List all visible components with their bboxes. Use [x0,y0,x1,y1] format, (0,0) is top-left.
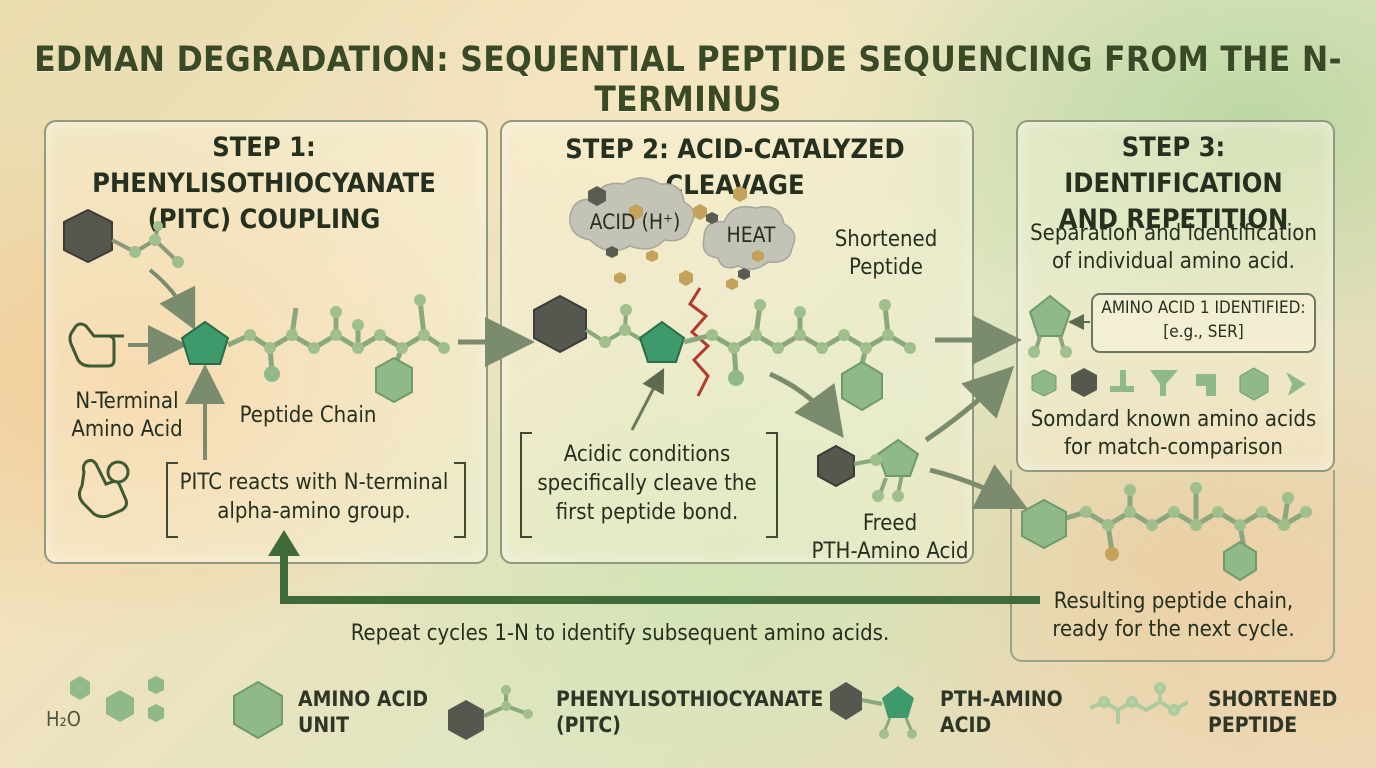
step3-title: STEP 3: IDENTIFICATION AND REPETITION [1016,130,1331,238]
step1-title: STEP 1: PHENYLISOTHIOCYANATE (PITC) COUP… [44,130,484,238]
standard-amino-acids-label-line1: Somdard known amino acids [1030,407,1317,432]
step1-caption-line1: PITC reacts with N-terminal [179,470,449,495]
identified-amino-acid-icon [1028,294,1072,337]
freed-pth-atoms [870,454,904,502]
acid-label: ACID (H⁺) [589,210,681,234]
legend-amino-acid-label-line1: AMINO ACID [298,687,429,711]
freed-pth-label-line1: Freed [862,511,918,536]
repeat-cycle-arrow [280,552,1040,604]
step3-title-line1: STEP 3: IDENTIFICATION [1064,132,1283,199]
pitc-linker-step2 [584,311,647,345]
standard-amino-acids-row [1031,367,1306,401]
step1-title-line1: STEP 1: PHENYLISOTHIOCYANATE [92,132,436,199]
identified-label-line1: AMINO ACID 1 IDENTIFIED: [1101,298,1306,318]
step2-caption-line3: first peptide bond. [555,500,739,525]
identified-box [1091,293,1316,353]
legend-amino-acid-label: AMINO ACID UNIT [298,686,428,738]
heat-label: HEAT [726,223,776,247]
repeat-cycles-label: Repeat cycles 1-N to identify subsequent… [350,621,890,646]
legend-pth-label-line2: ACID [940,713,992,737]
identified-amino-acid-bonds [1034,335,1066,351]
legend-pitc-label-line2: (PITC) [556,713,621,737]
step3-description: Separation and identification of individ… [1016,220,1331,276]
heat-particles [588,186,764,290]
legend-pitc-icon [448,685,533,740]
legend-pth-icon [830,682,917,739]
legend-shortened-peptide-label: SHORTENED PEPTIDE [1208,686,1337,738]
legend-amino-acid-label-line2: UNIT [298,713,350,737]
pitc-molecule-icon [63,208,184,268]
heat-cloud-icon [702,205,796,270]
side-chain-hexagon-step2-icon [841,360,883,412]
side-chain-hexagon-icon [375,356,413,404]
page-title: EDMAN DEGRADATION: SEQUENTIAL PEPTIDE SE… [34,40,1342,120]
legend-water-icons [70,676,164,722]
identified-amino-acid-atoms [1028,346,1072,358]
resulting-chain-label-line1: Resulting peptide chain, [1053,589,1294,614]
standard-amino-acids-label: Somdard known amino acids for match-comp… [1016,406,1331,462]
freed-to-identification-arrow [924,365,1015,443]
hand-tap-icon [77,458,130,519]
step1-caption-bracket [166,462,466,538]
peptide-chain-step2-atoms [706,299,916,386]
caption-to-cleavage-arrow [630,368,665,431]
step2-caption: Acidic conditions specifically cleave th… [520,440,774,527]
resulting-peptide-chain [1059,488,1308,553]
cycle-frame [1010,470,1335,662]
resulting-chain-label: Resulting peptide chain, ready for the n… [1016,588,1331,644]
shortened-peptide-label-line2: Peptide [849,255,923,280]
freed-to-next-cycle-arrow [929,464,1028,509]
pitc-linker-step2-atoms [599,304,632,348]
legend-shortened-peptide-label-line1: SHORTENED [1208,687,1338,711]
step3-title-line2: AND REPETITION [1058,204,1289,235]
legend-water-label: H₂O [46,707,81,731]
shortened-peptide-label: Shortened Peptide [816,226,956,282]
freed-pth-label-line2: PTH-Amino Acid [811,539,969,564]
pitc-to-amine-arrow [148,268,196,331]
hand-point-icon [68,322,124,368]
step2-caption-line1: Acidic conditions [563,442,731,467]
n-terminal-label-line1: N-Terminal [75,389,179,414]
legend-amino-acid-icon [233,680,283,740]
shortened-peptide-label-line1: Shortened [834,227,938,252]
step1-caption-line2: alpha-amino group. [217,499,411,524]
legend-pitc-label: PHENYLISOTHIOCYANATE (PITC) [556,686,823,738]
freed-pth-label: Freed PTH-Amino Acid [800,510,980,566]
step2-caption-bracket [520,432,778,538]
pitc-hexagon-step2-icon [533,294,587,354]
n-terminal-label-line2: Amino Acid [71,417,183,442]
step2-caption-line2: specifically cleave the [537,471,757,496]
legend-pitc-label-line1: PHENYLISOTHIOCYANATE [556,687,824,711]
legend-shortened-peptide-label-line2: PEPTIDE [1208,713,1298,737]
step3-panel [1016,120,1335,472]
n-terminal-residue-icon [180,320,230,365]
freed-pth-hexagon-icon [817,444,855,488]
standard-amino-acids-label-line2: for match-comparison [1064,435,1283,460]
freed-pth-pentagon-icon [876,438,920,477]
resulting-chain-atoms [1080,482,1312,561]
step2-title: STEP 2: ACID-CATALYZED CLEAVAGE [565,134,905,201]
pth-pentagon-step2-icon [638,320,686,363]
peptide-chain-step1-atoms [244,294,450,382]
step3-description-line2: of individual amino acid. [1052,249,1295,274]
step3-description-line1: Separation and identification [1030,221,1317,246]
resulting-chain-sidechain-icon [1223,540,1257,582]
resulting-chain-hexagon-icon [1021,498,1067,550]
peptide-chain-label: Peptide Chain [239,403,377,428]
legend-shortened-peptide-icon [1089,682,1189,724]
n-terminal-label: N-Terminal Amino Acid [52,388,202,444]
step1-title-line2: (PITC) COUPLING [147,204,381,235]
repeat-cycle-arrowhead [268,530,300,556]
legend-pth-label-line1: PTH-AMINO [940,687,1063,711]
step1-caption: PITC reacts with N-terminal alpha-amino … [166,468,462,526]
cleavage-to-freed-arrow [768,371,844,439]
identified-label: AMINO ACID 1 IDENTIFIED: [e.g., SER] [1092,296,1315,344]
resulting-chain-label-line2: ready for the next cycle. [1052,617,1295,642]
identified-label-line2: [e.g., SER] [1163,322,1244,342]
legend-pth-label: PTH-AMINO ACID [940,686,1063,738]
